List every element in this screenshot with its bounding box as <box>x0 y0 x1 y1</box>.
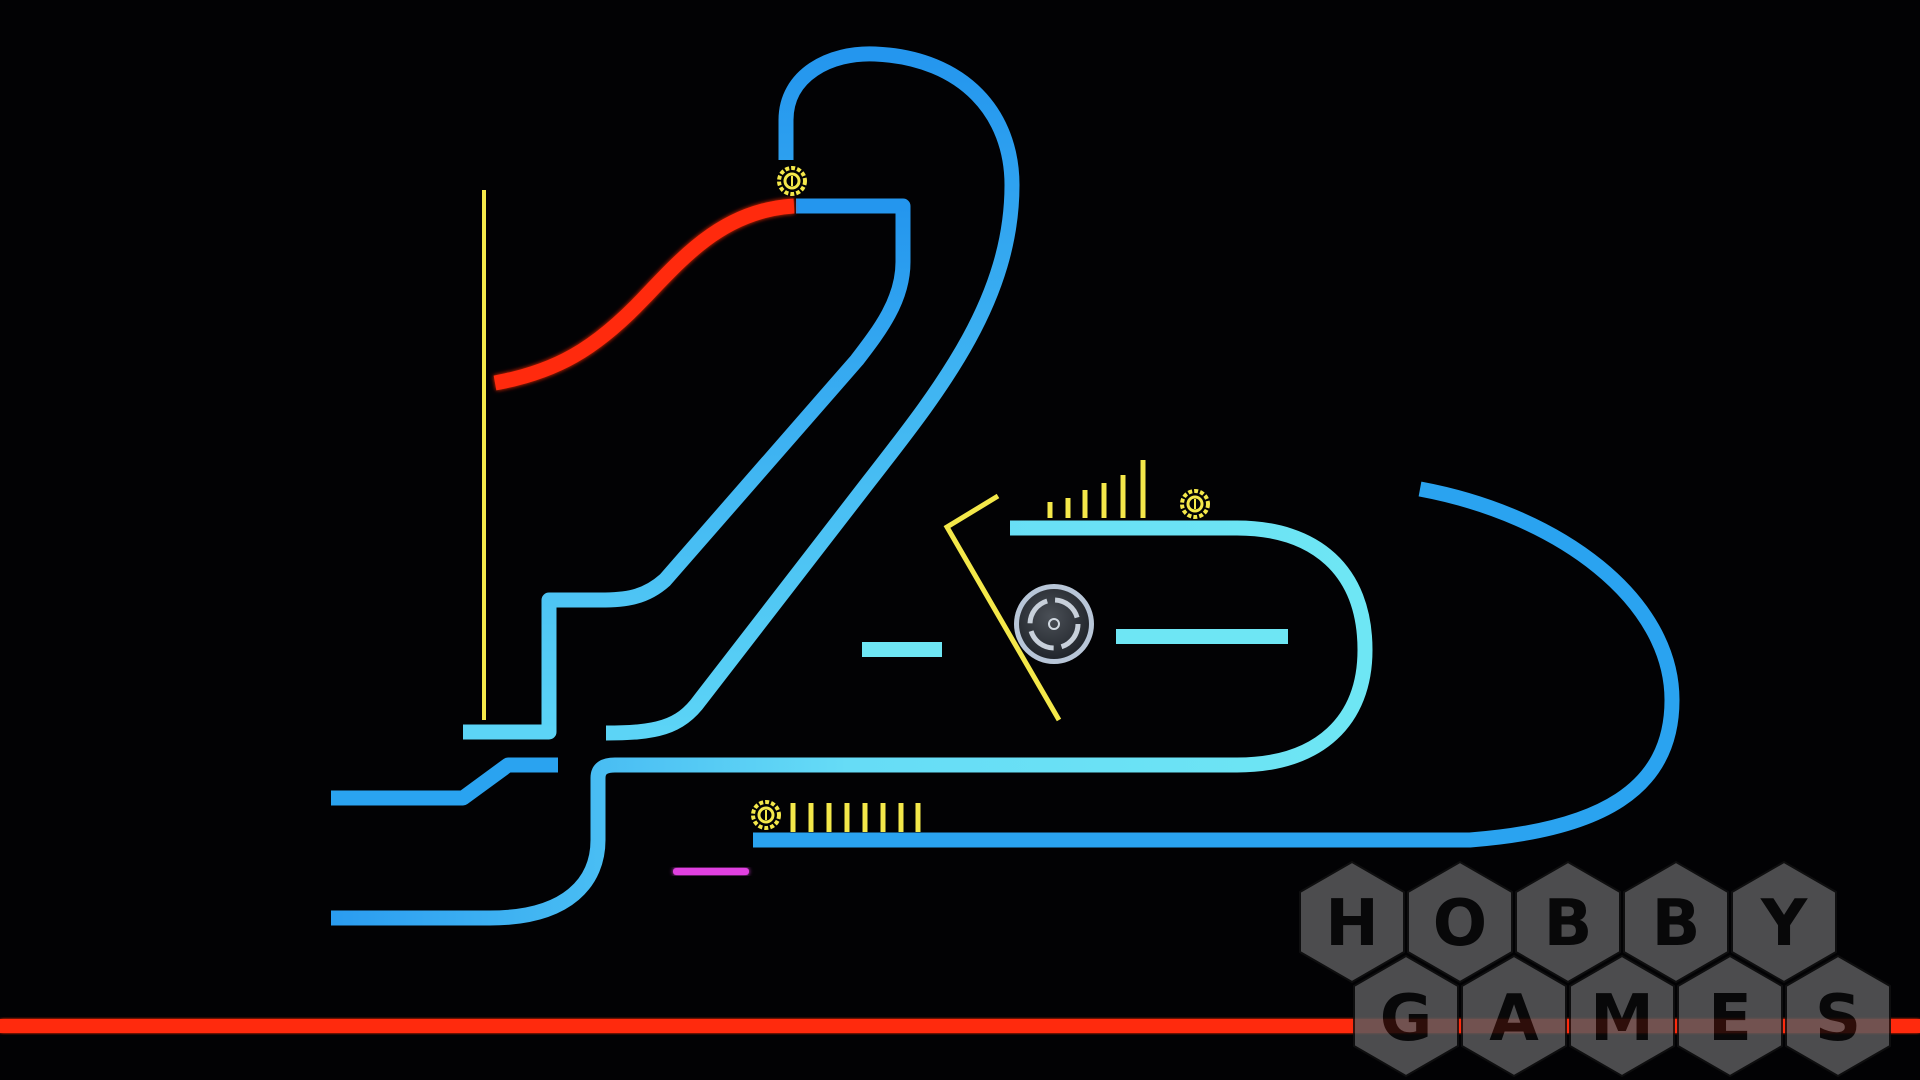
track-inner-chute <box>463 198 911 740</box>
track-main-loop <box>331 520 1373 926</box>
logo-letter: A <box>1489 982 1539 1056</box>
logo-letter: E <box>1708 982 1752 1056</box>
track-left-step <box>331 757 558 806</box>
yellow-spring-bars-bottom <box>790 803 921 832</box>
logo-letter: B <box>1652 887 1701 961</box>
track-outer-loop <box>605 46 1020 741</box>
logo-letter: Y <box>1760 887 1808 961</box>
hobby-games-logo: H O B B Y G A M E S <box>1299 860 1891 1078</box>
logo-letter: O <box>1433 887 1487 961</box>
player-ball[interactable] <box>1014 584 1094 664</box>
yellow-flipper[interactable] <box>943 493 1062 722</box>
logo-letter: S <box>1815 982 1861 1056</box>
logo-letter: B <box>1544 887 1593 961</box>
magenta-goal-pad <box>673 868 749 875</box>
logo-letter: H <box>1325 887 1379 961</box>
short-platform-left <box>862 642 942 657</box>
red-hazard-ramp <box>493 198 795 391</box>
gear-switch-icon[interactable] <box>777 166 807 196</box>
gear-switch-icon[interactable] <box>751 800 781 830</box>
logo-letter: G <box>1380 982 1433 1056</box>
yellow-spring-bars-top <box>1047 460 1146 518</box>
short-platform-right <box>1116 629 1288 644</box>
logo-letter: M <box>1590 982 1654 1056</box>
track-right-arc <box>753 481 1680 848</box>
gear-switch-icon[interactable] <box>1180 489 1210 519</box>
